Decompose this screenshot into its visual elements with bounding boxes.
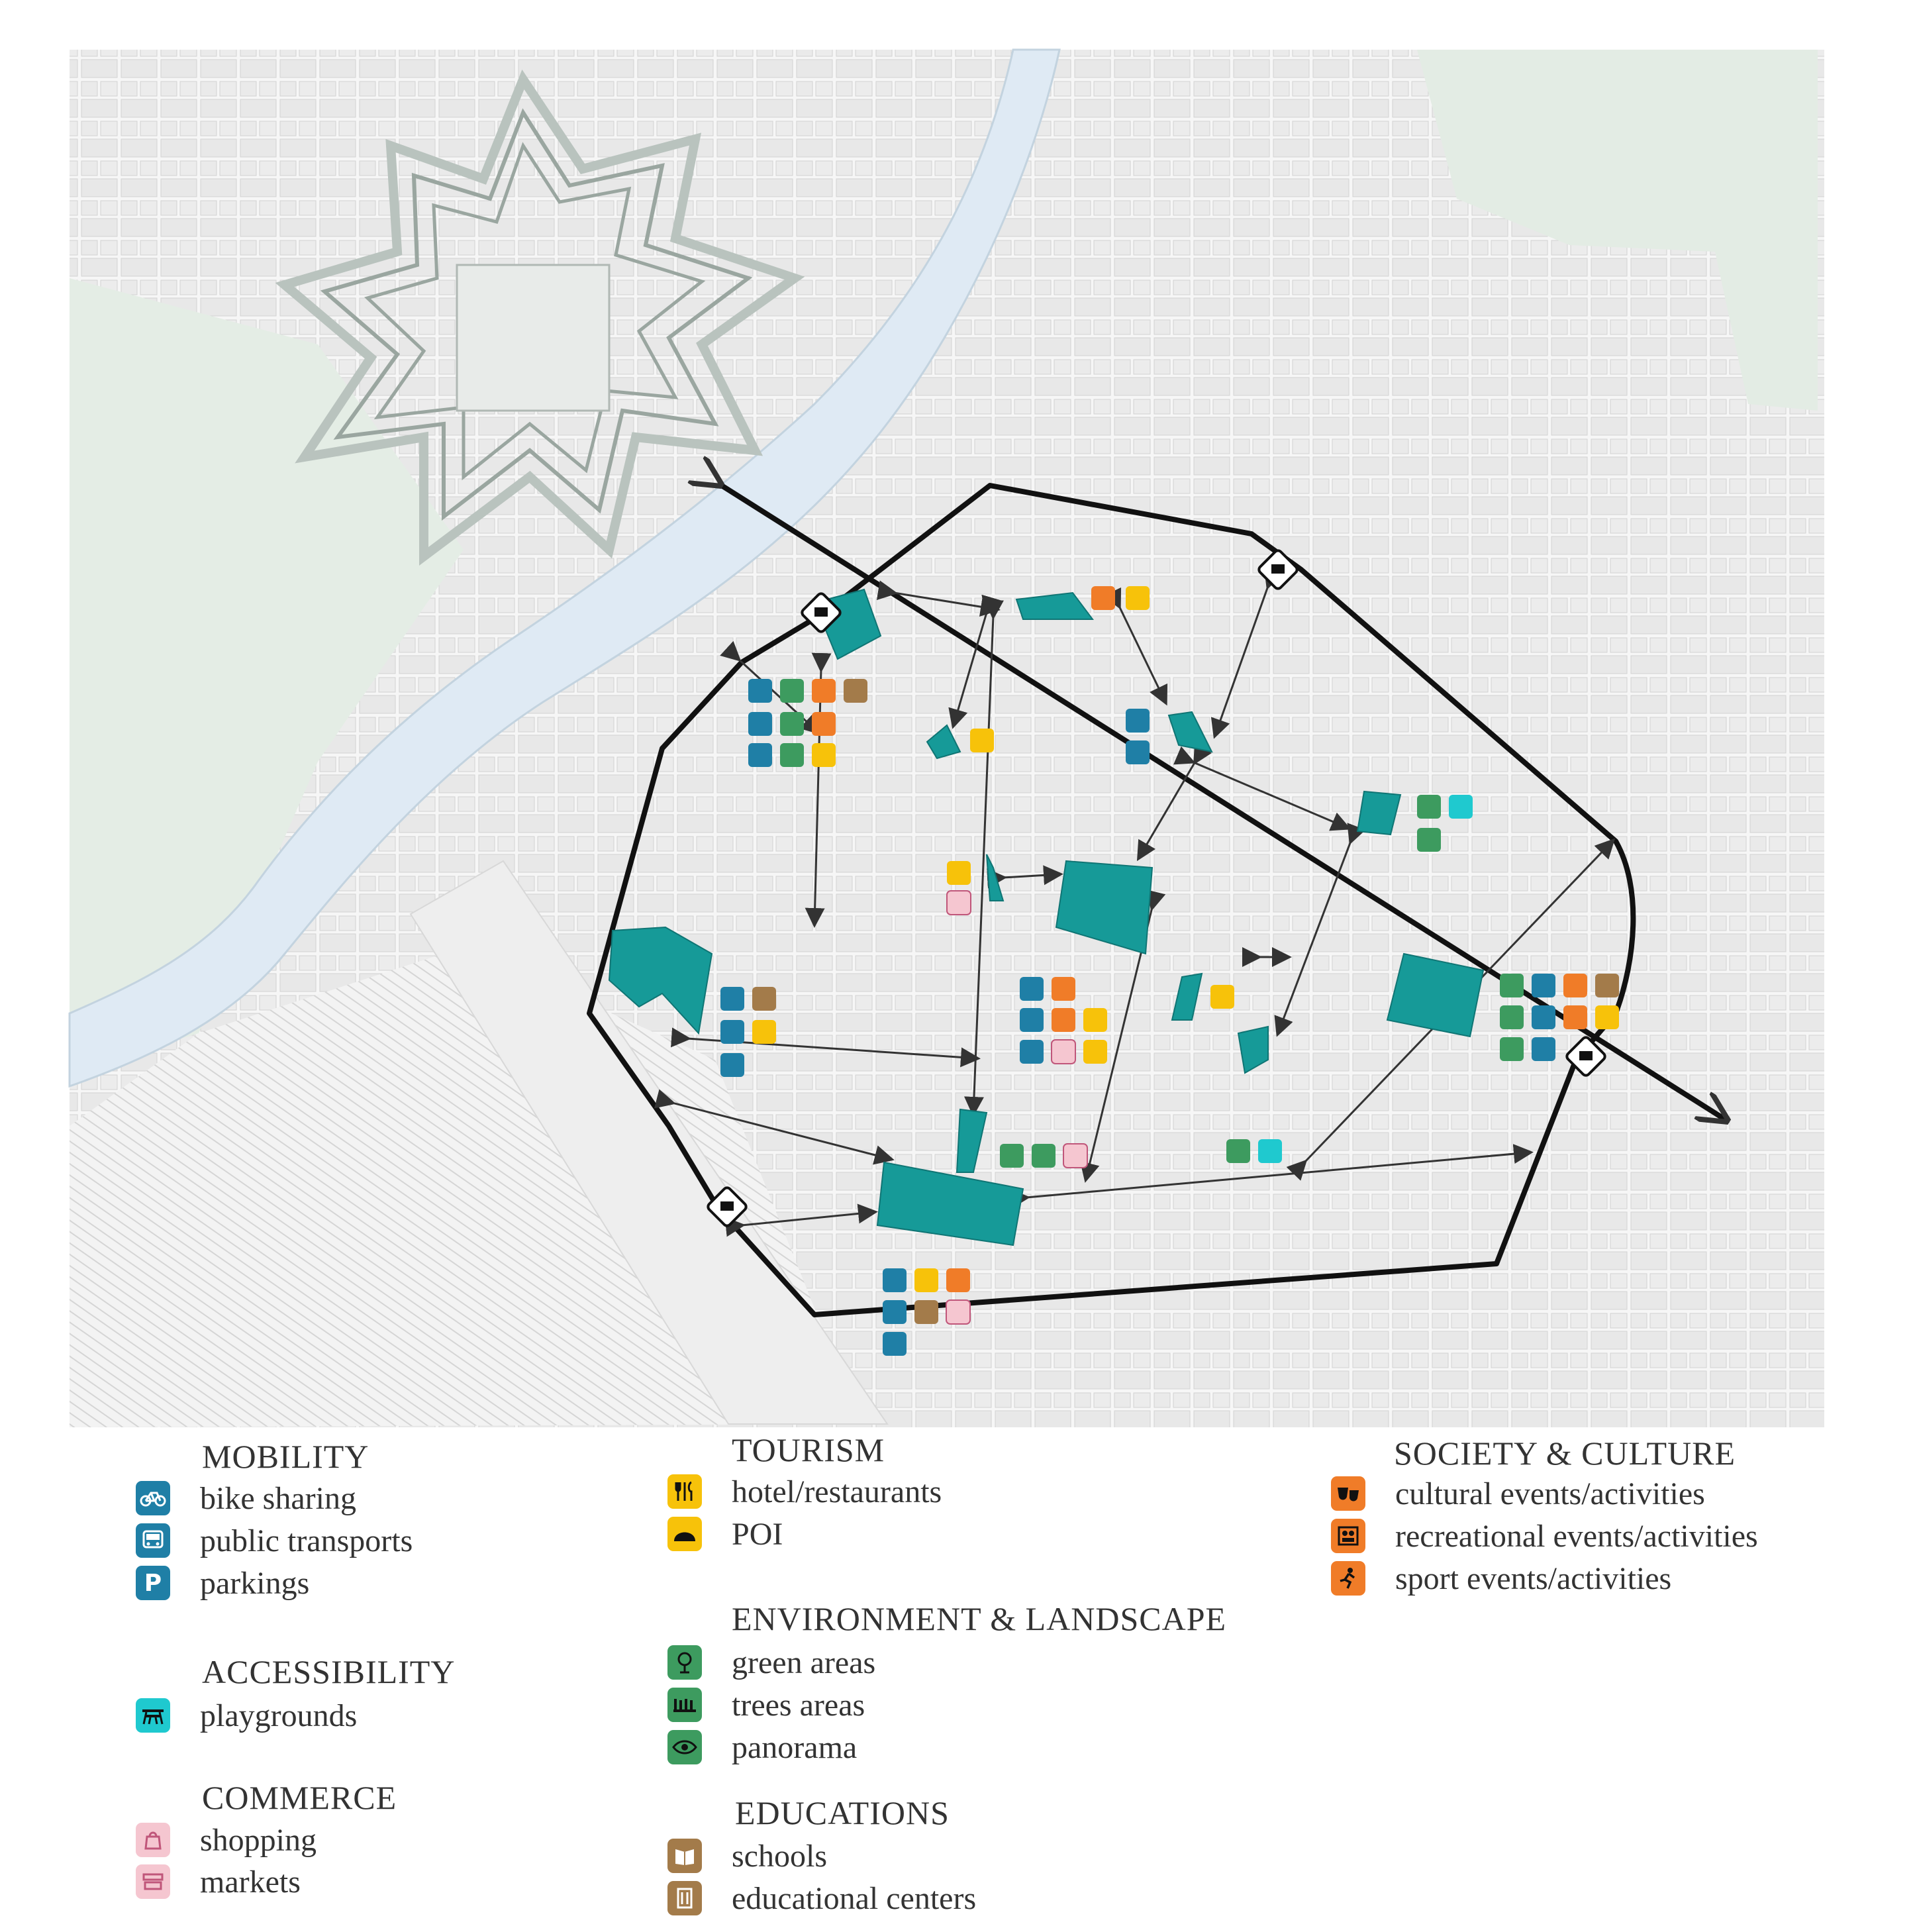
legend-label: green areas bbox=[732, 1645, 876, 1680]
legend-item-green-areas: green areas bbox=[667, 1643, 875, 1682]
legend-title-society: SOCIETY & CULTURE bbox=[1394, 1435, 1736, 1472]
legend-item-markets: markets bbox=[136, 1862, 301, 1902]
bus-icon bbox=[136, 1523, 170, 1558]
recreation-icon bbox=[1331, 1519, 1365, 1553]
legend-item-educational-centers: educational centers bbox=[667, 1878, 976, 1918]
legend-label: schools bbox=[732, 1838, 827, 1874]
legend-label: hotel/restaurants bbox=[732, 1474, 942, 1509]
marker-cluster-center bbox=[1020, 977, 1107, 1064]
legend-item-bike-sharing: bike sharing bbox=[136, 1478, 356, 1518]
legend-label: educational centers bbox=[732, 1880, 977, 1916]
legend-title-educations: EDUCATIONS bbox=[735, 1794, 950, 1831]
legend-item-public-transports: public transports bbox=[136, 1521, 413, 1560]
legend-label: shopping bbox=[200, 1822, 317, 1858]
book-icon bbox=[667, 1839, 702, 1873]
legend-item-hotel-restaurants: hotel/restaurants bbox=[667, 1472, 942, 1511]
poi-icon bbox=[667, 1517, 702, 1551]
playground-icon bbox=[136, 1698, 170, 1733]
cutlery-icon bbox=[667, 1474, 702, 1509]
legend-title-commerce: COMMERCE bbox=[202, 1779, 397, 1816]
legend-label: trees areas bbox=[732, 1687, 865, 1723]
legend-item-schools: schools bbox=[667, 1836, 827, 1876]
tree-icon bbox=[667, 1645, 702, 1680]
legend-label: POI bbox=[732, 1516, 783, 1552]
marker-cluster-south bbox=[883, 1268, 971, 1356]
legend-label: cultural events/activities bbox=[1395, 1476, 1705, 1511]
marker-cluster-east bbox=[1500, 974, 1619, 1061]
legend-label: public transports bbox=[200, 1523, 413, 1558]
railway bbox=[409, 860, 889, 1425]
legend-label: recreational events/activities bbox=[1395, 1518, 1758, 1554]
parking-icon: P bbox=[136, 1566, 170, 1600]
legend-item-trees-areas: trees areas bbox=[667, 1685, 865, 1725]
legend-label: markets bbox=[200, 1864, 301, 1900]
market-stall-icon bbox=[136, 1864, 170, 1899]
legend-item-cultural-events: cultural events/activities bbox=[1331, 1474, 1705, 1513]
eye-icon bbox=[667, 1730, 702, 1764]
legend-label: playgrounds bbox=[200, 1698, 358, 1733]
project-areas bbox=[608, 588, 1485, 1246]
legend-label: bike sharing bbox=[200, 1480, 356, 1516]
green-area-ne bbox=[1417, 50, 1818, 411]
bus-stops bbox=[707, 549, 1606, 1227]
legend-title-accessibility: ACCESSIBILITY bbox=[202, 1653, 456, 1690]
shopping-bag-icon bbox=[136, 1823, 170, 1857]
green-area-w bbox=[70, 278, 464, 1073]
bike-icon bbox=[136, 1481, 170, 1515]
marker-cluster-bridge bbox=[748, 679, 867, 767]
building-icon bbox=[667, 1881, 702, 1915]
city-map bbox=[68, 48, 1824, 1427]
legend-item-parkings: P parkings bbox=[136, 1563, 309, 1603]
marker-cluster-west bbox=[720, 987, 776, 1077]
legend-title-environment: ENVIRONMENT & LANDSCAPE bbox=[732, 1600, 1227, 1637]
theatre-icon bbox=[1331, 1476, 1365, 1511]
legend-label: sport events/activities bbox=[1395, 1560, 1672, 1596]
forest-icon bbox=[667, 1688, 702, 1722]
citadel bbox=[275, 70, 805, 566]
legend-label: panorama bbox=[732, 1729, 858, 1765]
legend-title-tourism: TOURISM bbox=[732, 1431, 885, 1468]
legend-item-playgrounds: playgrounds bbox=[136, 1696, 357, 1735]
legend-label: parkings bbox=[200, 1565, 310, 1601]
legend-item-sport-events: sport events/activities bbox=[1331, 1558, 1671, 1598]
service-clusters bbox=[720, 586, 1619, 1356]
map-legend: MOBILITY bike sharing public transports … bbox=[0, 1431, 1915, 1932]
legend-item-panorama: panorama bbox=[667, 1727, 857, 1767]
legend-title-mobility: MOBILITY bbox=[202, 1438, 369, 1475]
legend-item-shopping: shopping bbox=[136, 1820, 317, 1860]
runner-icon bbox=[1331, 1561, 1365, 1596]
legend-item-recreational-events: recreational events/activities bbox=[1331, 1516, 1758, 1556]
legend-item-poi: POI bbox=[667, 1514, 783, 1554]
